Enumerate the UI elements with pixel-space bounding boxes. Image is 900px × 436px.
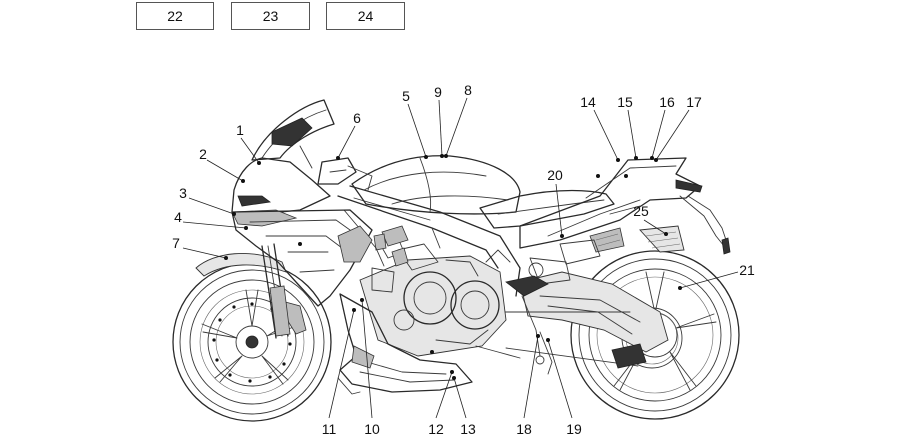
leader-lines [182,97,739,419]
front-wheel [172,262,332,422]
callout-21: 21 [739,262,755,278]
callout-1: 1 [236,122,244,138]
motorcycle-drawing [172,99,740,422]
callout-18: 18 [516,421,532,436]
callout-13: 13 [460,421,476,436]
callout-17: 17 [686,94,702,110]
tail-section [519,157,701,249]
reference-box-24[interactable]: 24 [326,2,405,30]
engine [359,225,511,357]
callout-16: 16 [659,94,675,110]
reference-box-22[interactable]: 22 [136,2,214,30]
callout-10: 10 [364,421,380,436]
callout-11: 11 [322,421,337,436]
callout-8: 8 [464,82,472,98]
fuel-tank [351,155,521,215]
callout-12: 12 [428,421,444,436]
callout-25: 25 [633,203,649,219]
front-forks [261,243,291,339]
seat [479,189,615,229]
front-fairing [231,99,373,307]
callout-labels: 1 2 3 4 5 6 7 8 9 10 11 12 13 14 15 16 1… [172,82,755,436]
reference-box-23[interactable]: 23 [231,2,310,30]
callout-14: 14 [580,94,596,110]
callout-4: 4 [174,209,182,225]
frame [337,185,521,297]
callout-20: 20 [547,167,563,183]
callout-6: 6 [353,110,361,126]
callout-2: 2 [199,146,207,162]
callout-3: 3 [179,185,187,201]
callout-7: 7 [172,235,180,251]
callout-19: 19 [566,421,582,436]
callout-5: 5 [402,88,410,104]
callout-9: 9 [434,84,442,100]
callout-15: 15 [617,94,633,110]
